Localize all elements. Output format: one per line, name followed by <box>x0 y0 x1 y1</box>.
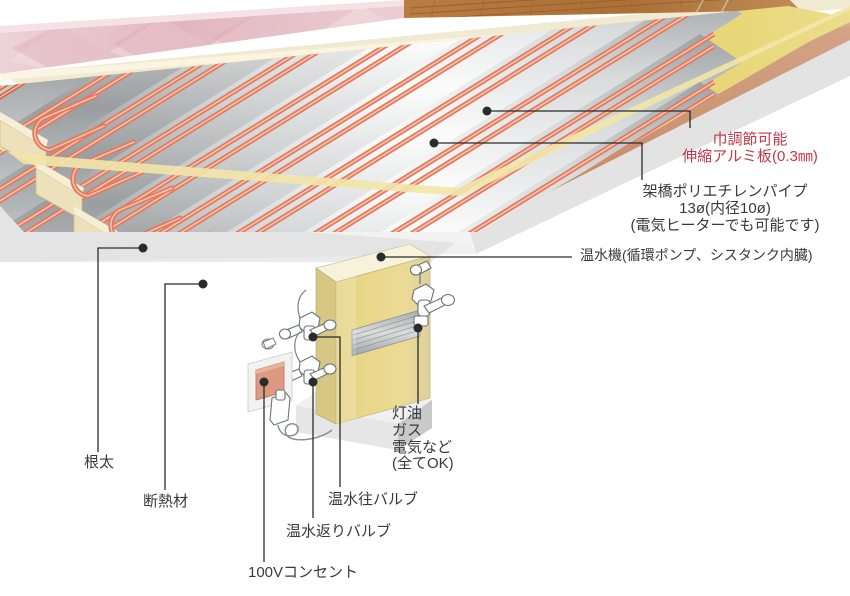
water-heater-unit <box>296 243 432 450</box>
label-insulation: 断熱材 <box>143 493 189 510</box>
leader-lines <box>97 106 691 562</box>
label-aluminum-plate: 巾調節可能 伸縮アルミ板(0.3㎜) <box>682 131 818 165</box>
heater-vent-grille <box>351 309 421 357</box>
label-polyethylene-pipe: 架橋ポリエチレンパイプ 13ø(内径10ø) (電気ヒーターでも可能です) <box>630 183 820 234</box>
label-power-outlet: 100Vコンセント <box>248 564 359 581</box>
leader-aluminum-plate <box>487 110 691 128</box>
leader-pipe <box>434 142 643 180</box>
label-water-heater: 温水機(循環ポンプ、シスタンク内臓) <box>580 247 813 263</box>
carpet-surface <box>0 0 404 74</box>
leader-supply-valve <box>313 336 341 487</box>
leader-insulation <box>164 283 203 490</box>
label-supply-valve: 温水往バルブ <box>328 491 419 508</box>
power-outlet-assembly <box>247 351 333 441</box>
fuel-valve-right <box>409 260 456 327</box>
pipe-fittings <box>261 337 277 350</box>
supply-valve <box>278 311 337 341</box>
label-joist: 根太 <box>84 454 115 471</box>
label-fuel-types: 灯油 ガス 電気など (全てOK) <box>392 405 454 473</box>
leader-joist <box>97 247 143 452</box>
label-return-valve: 温水返りバルブ <box>286 523 392 540</box>
